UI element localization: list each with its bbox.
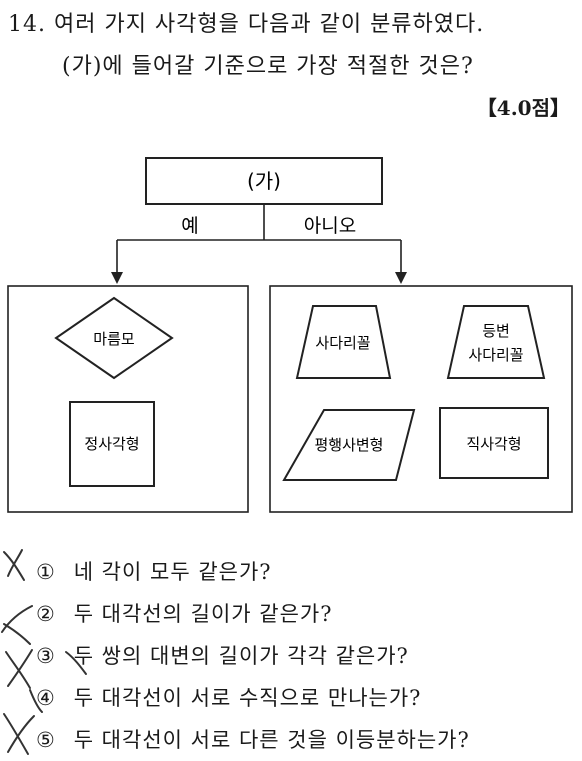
choice-text: 네 각이 모두 같은가? xyxy=(73,560,272,584)
criterion-text: (가) xyxy=(247,169,281,193)
choice-text: 두 대각선의 길이가 같은가? xyxy=(73,602,333,626)
square-label: 정사각형 xyxy=(84,435,139,453)
choice-number: ④ xyxy=(36,686,56,710)
yes-label: 예 xyxy=(181,215,198,237)
choice-number: ② xyxy=(36,602,56,626)
choice-4[interactable]: ④ 두 대각선이 서로 수직으로 만나는가? xyxy=(36,682,421,712)
parallelogram-shape xyxy=(282,409,416,481)
strike-mark-2 xyxy=(1,605,33,645)
strike-mark-3 xyxy=(5,649,33,689)
score-label: 【4.0점】 xyxy=(476,96,570,120)
arrow-yes xyxy=(111,272,123,284)
branch-connectors xyxy=(116,204,402,274)
parallelogram-label: 평행사변형 xyxy=(314,436,383,454)
choice-2[interactable]: ② 두 대각선의 길이가 같은가? xyxy=(36,598,333,628)
classification-diagram: (가) 예 아니오 마름모 정사각형 사다리꼴 등변 사다리꼴 평행사변형 직사… xyxy=(7,157,573,513)
rectangle-label: 직사각형 xyxy=(466,435,521,453)
choice-text: 두 쌍의 대변의 길이가 각각 같은가? xyxy=(73,644,409,668)
isosceles-trapezoid-shape xyxy=(446,305,546,379)
arrow-no xyxy=(395,272,407,284)
rhombus-shape xyxy=(54,296,174,380)
no-label: 아니오 xyxy=(304,215,356,237)
choice-text: 두 대각선이 서로 수직으로 만나는가? xyxy=(73,686,422,710)
strike-mark-5 xyxy=(3,713,35,755)
isosceles-trapezoid-label-line2: 사다리꼴 xyxy=(468,346,523,364)
choice-number: ⑤ xyxy=(36,728,56,752)
choice-3[interactable]: ③ 두 쌍의 대변의 길이가 각각 같은가? xyxy=(36,640,409,670)
trapezoid-shape xyxy=(295,305,392,379)
choice-text: 두 대각선이 서로 다른 것을 이등분하는가? xyxy=(73,728,470,752)
no-group-box xyxy=(269,285,573,513)
question-line-1: 14. 여러 가지 사각형을 다음과 같이 분류하였다. xyxy=(8,12,485,37)
strike-mark-3b xyxy=(65,651,87,675)
question-line-2: (가)에 들어갈 기준으로 가장 적절한 것은? xyxy=(62,54,474,79)
choice-5[interactable]: ⑤ 두 대각선이 서로 다른 것을 이등분하는가? xyxy=(36,724,470,754)
square-shape xyxy=(69,401,155,487)
choice-number: ③ xyxy=(36,644,56,668)
yes-group-box xyxy=(7,285,249,513)
choice-number: ① xyxy=(36,560,56,584)
rectangle-shape xyxy=(439,407,549,479)
strike-mark-1 xyxy=(3,549,25,581)
strike-mark-4 xyxy=(29,689,43,713)
trapezoid-label: 사다리꼴 xyxy=(315,334,370,352)
handwritten-marks xyxy=(1,549,87,755)
choice-1[interactable]: ① 네 각이 모두 같은가? xyxy=(36,556,272,586)
isosceles-trapezoid-label-line1: 등변 xyxy=(482,322,510,340)
rhombus-label: 마름모 xyxy=(93,330,135,348)
